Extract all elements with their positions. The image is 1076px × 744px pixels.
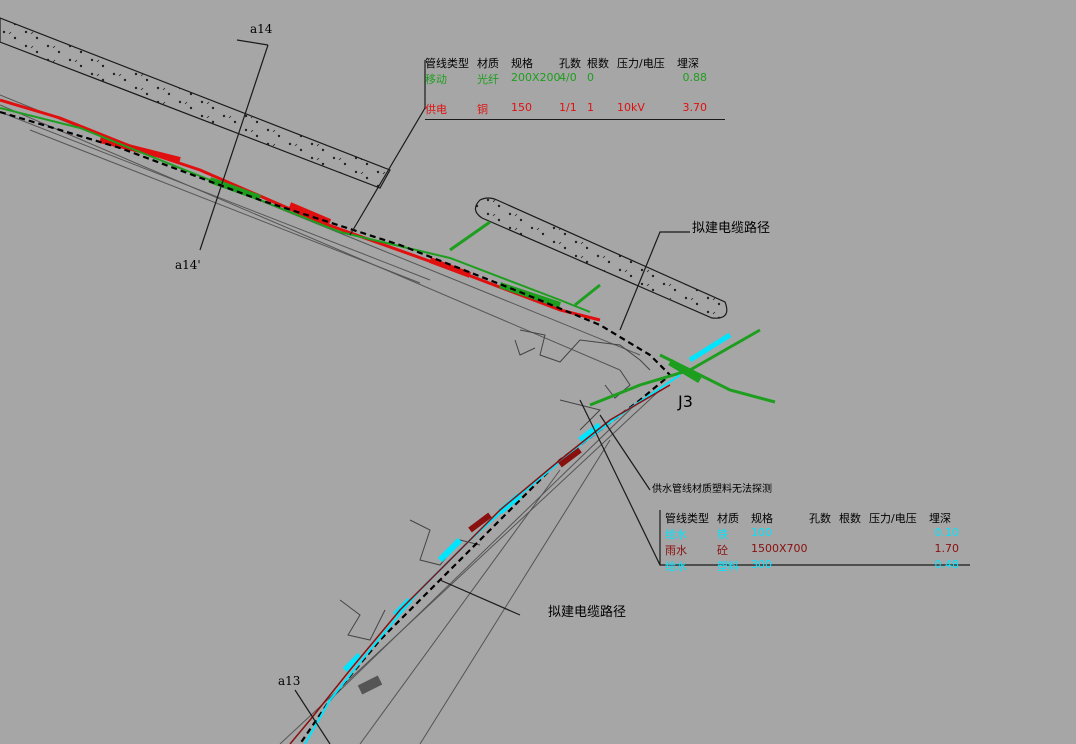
rain-pipe-lower [289, 384, 671, 744]
table-header-cell: 规格 [511, 57, 533, 70]
table-cell [617, 71, 677, 87]
table-header-cell: 压力/电压 [869, 512, 917, 525]
table-cell: 砼 [717, 544, 728, 557]
table-cell: 供电 [425, 103, 447, 116]
table-cell: 0 [587, 71, 594, 84]
table-cell [809, 526, 839, 542]
table-cell: 光纤 [477, 73, 499, 86]
table-header-cell: 根数 [587, 57, 609, 70]
table-bottom-header: 管线类型 材质 规格 孔数 根数 压力/电压 埋深 [665, 510, 965, 526]
upper-median-strip [0, 17, 391, 189]
table-cell [839, 526, 869, 542]
table-cell: 200X200 [511, 71, 561, 84]
table-cell: 1 [587, 101, 594, 114]
table-cell: 给水 [665, 560, 687, 573]
table-cell: 4/0 [559, 71, 577, 84]
marker-a13: a13 [278, 674, 301, 688]
junction-label: J3 [678, 392, 693, 411]
table-cell: 10kV [617, 101, 645, 114]
table-cell: 给水 [665, 528, 687, 541]
table-cell [839, 542, 869, 558]
table-header-cell: 规格 [751, 512, 773, 525]
table-header-cell: 材质 [717, 512, 739, 525]
table-header-cell: 埋深 [677, 57, 699, 70]
table-header-cell: 孔数 [809, 512, 831, 525]
table-cell: 雨水 [665, 544, 687, 557]
table-header-cell: 孔数 [559, 57, 581, 70]
table-cell: 0.48 [934, 558, 960, 571]
pipeline-table-bottom: 管线类型 材质 规格 孔数 根数 压力/电压 埋深 给水 铁 100 0.10 … [665, 510, 965, 574]
proposed-cable-path [0, 110, 672, 744]
table-row: 供电 铜 150 1/1 1 10kV 3.70 [425, 101, 725, 117]
right-median-strip [474, 197, 728, 319]
water-supply-note: 供水管线材质塑料无法探测 [652, 484, 772, 495]
table-cell: 0.10 [934, 526, 960, 539]
table-cell: 塑料 [717, 560, 739, 573]
table-top-header: 管线类型 材质 规格 孔数 根数 压力/电压 埋深 [425, 55, 725, 71]
table-row: 给水 塑料 300 0.48 [665, 558, 965, 574]
table-header-cell: 根数 [839, 512, 861, 525]
table-cell [869, 526, 929, 542]
table-cell [869, 558, 929, 574]
table-header-cell: 材质 [477, 57, 499, 70]
table-cell: 铜 [477, 103, 488, 116]
table-cell: 1/1 [559, 101, 577, 114]
marker-a14-bottom: a14' [175, 258, 201, 272]
table-header-cell: 埋深 [929, 512, 951, 525]
table-cell: 1.70 [934, 542, 960, 555]
table-cell: 300 [751, 558, 772, 571]
pipeline-table-top: 管线类型 材质 规格 孔数 根数 压力/电压 埋深 移动 光纤 200X200 … [425, 55, 725, 120]
table-cell [839, 558, 869, 574]
building-outlines [339, 329, 651, 641]
marker-a14-top: a14 [250, 22, 273, 36]
table-cell: 0.88 [682, 71, 708, 84]
table-cell: 移动 [425, 73, 447, 86]
table-row: 移动 光纤 200X200 4/0 0 0.88 [425, 71, 725, 87]
table-row: 给水 铁 100 0.10 [665, 526, 965, 542]
table-cell: 铁 [717, 528, 728, 541]
table-cell: 3.70 [682, 101, 708, 114]
table-header-cell: 管线类型 [425, 57, 469, 70]
table-cell: 1500X700 [751, 542, 808, 555]
table-cell [809, 542, 839, 558]
table-header-cell: 压力/电压 [617, 57, 665, 70]
proposed-cable-label-lower: 拟建电缆路径 [548, 605, 627, 620]
table-cell [869, 542, 929, 558]
table-cell: 100 [751, 526, 772, 539]
proposed-cable-label-upper: 拟建电缆路径 [692, 221, 771, 236]
junction-j3-lines [589, 328, 776, 407]
table-header-cell: 管线类型 [665, 512, 709, 525]
table-row: 雨水 砼 1500X700 1.70 [665, 542, 965, 558]
leader-lines [199, 39, 970, 744]
table-cell [809, 558, 839, 574]
table-cell: 150 [511, 101, 532, 114]
